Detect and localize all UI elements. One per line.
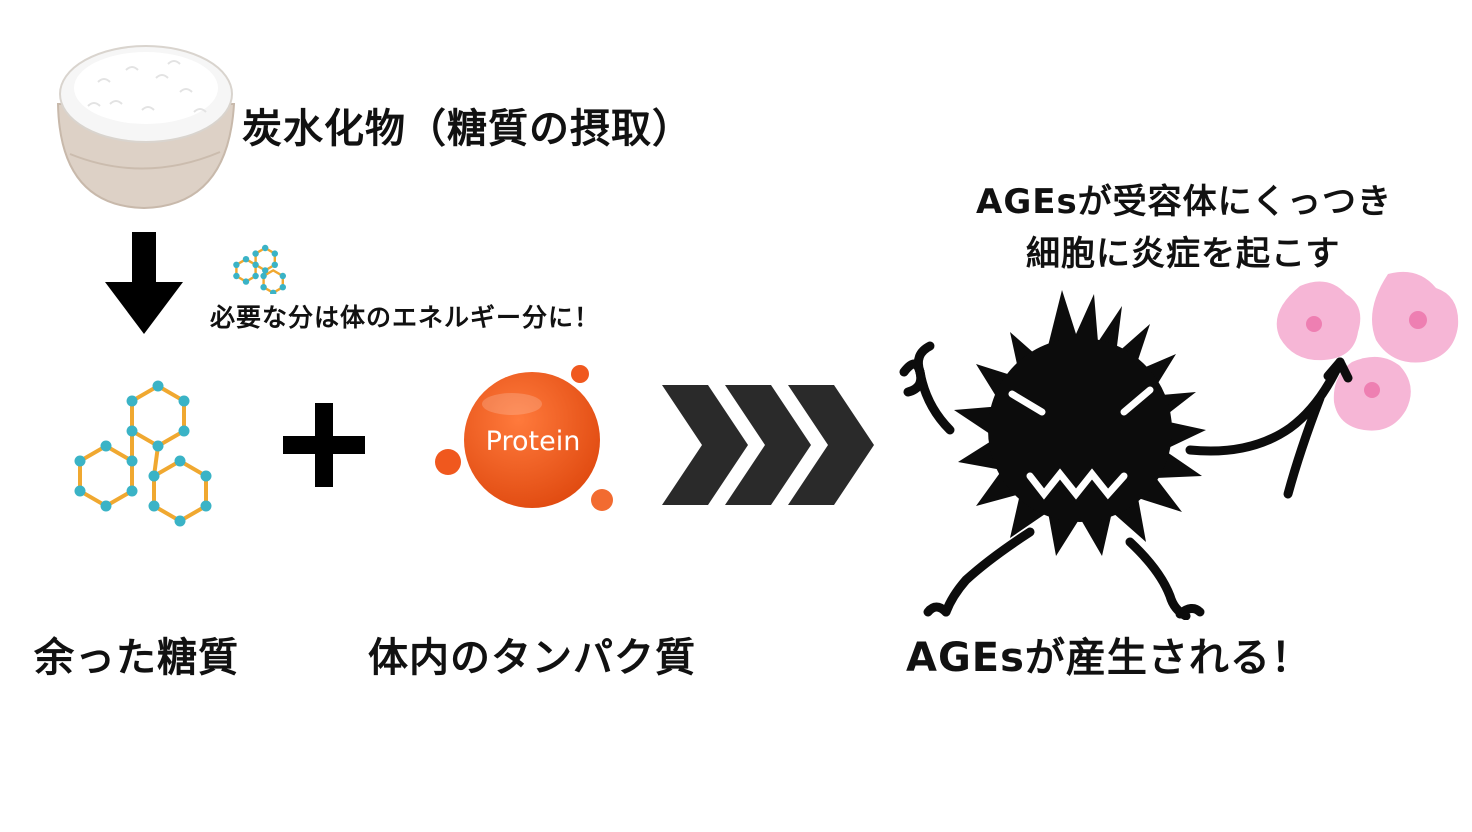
molecule-icon <box>74 380 212 527</box>
protein-sphere-label: Protein <box>486 426 581 457</box>
ages-produced-label: AGEsが産生される！ <box>906 635 1312 681</box>
molecule-icon <box>233 244 286 294</box>
protein-sphere-icon: Protein <box>435 365 613 511</box>
plus-icon <box>283 403 365 487</box>
energy-note-label: 必要な分は体のエネルギー分に！ <box>210 303 601 332</box>
inflamed-cells-icon <box>1276 271 1459 431</box>
ages-effect-line1: AGEsが受容体にくっつき <box>976 182 1393 222</box>
down-arrow-icon <box>105 232 183 334</box>
excess-sugar-label: 余った糖質 <box>34 635 239 681</box>
body-protein-label: 体内のタンパク質 <box>368 635 696 681</box>
ages-effect-line2: 細胞に炎症を起こす <box>1026 234 1341 274</box>
ages-monster-icon <box>899 290 1353 620</box>
rice-bowl-icon <box>56 45 236 210</box>
chevron-arrows-icon <box>662 385 874 505</box>
carbs-label: 炭水化物（糖質の摂取） <box>242 106 693 152</box>
